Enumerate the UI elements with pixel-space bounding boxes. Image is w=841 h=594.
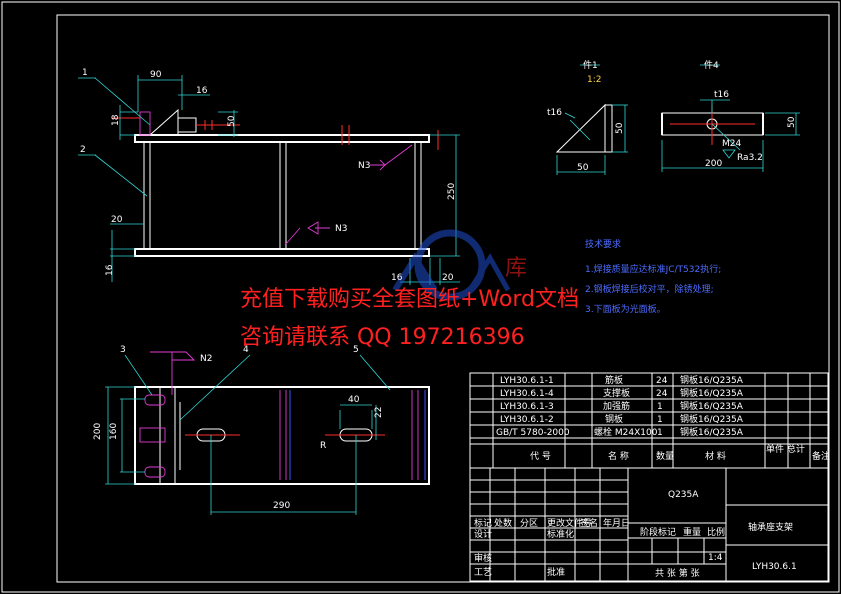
tb-material: Q235A	[668, 490, 699, 500]
bom-code-5: GB/T 5780-2000	[496, 428, 570, 438]
p4-200: 200	[705, 159, 722, 169]
p1-t16: t16	[547, 108, 562, 118]
dim-slot-22: 22	[374, 407, 384, 418]
inner-frame	[56, 14, 830, 583]
bom-mat-3: 钢板16/Q235A	[680, 400, 744, 412]
tb-scale: 1:4	[708, 553, 723, 563]
tb-label-zhongliang: 重量	[683, 526, 701, 538]
balloon-3: 3	[120, 345, 126, 355]
weld-n2: N2	[200, 354, 212, 364]
watermark-line1: 充值下载购买全套图纸+Word文档	[240, 287, 579, 312]
bom-header-qty: 数量	[656, 450, 674, 462]
bom-name-2: 支撑板	[603, 387, 630, 399]
p1-50v: 50	[615, 122, 625, 134]
bom-mat-5: 钢板16/Q235A	[680, 426, 744, 438]
dim-right-16: 16	[391, 273, 403, 283]
part1-scale: 1:2	[587, 75, 601, 85]
tb-label-fenqu: 分区	[520, 518, 538, 529]
plan-view	[105, 351, 430, 515]
part4-view	[661, 64, 800, 172]
tb-label-nianyueri: 年月日	[603, 517, 630, 529]
watermark-logo	[392, 229, 511, 301]
part1-title: 件1	[583, 59, 598, 71]
weld-n3a: N3	[358, 161, 370, 171]
dim-bot-16: 16	[105, 264, 115, 276]
tb-label-chushu: 处数	[494, 517, 512, 529]
dim-plan-160: 160	[109, 423, 119, 440]
dim-slot-40: 40	[348, 395, 360, 405]
bom-mat-4: 钢板16/Q235A	[680, 413, 744, 425]
dim-height-250: 250	[447, 183, 457, 200]
tb-label-bili: 比例	[707, 526, 725, 538]
bom-qty-3: 1	[657, 402, 663, 412]
p4-50: 50	[787, 116, 797, 128]
tb-label-gongyi: 工艺	[474, 567, 492, 578]
balloon-1: 1	[82, 68, 88, 78]
dim-mid-50: 50	[227, 115, 237, 127]
dim-top-16: 16	[196, 86, 208, 96]
tb-label-qianming: 签名	[580, 517, 598, 529]
dim-left-18: 18	[111, 114, 121, 126]
dim-plan-200: 200	[93, 423, 103, 440]
bom-name-5: 螺栓 M24X100	[594, 426, 658, 438]
bom-mat-1: 钢板16/Q235A	[680, 374, 744, 386]
tb-label-biaozhunhua: 标准化	[547, 528, 574, 540]
bom-qty-4: 1	[657, 415, 663, 425]
balloon-4: 4	[243, 345, 249, 355]
tech-req-1: 1.焊接质量应达标准JC/T532执行;	[585, 263, 721, 275]
watermark-line2: 咨询请联系 QQ 197216396	[240, 325, 525, 350]
bom-name-1: 筋板	[605, 374, 623, 386]
bom-header-name: 名 称	[608, 450, 629, 462]
balloon-5: 5	[353, 345, 359, 355]
bom-code-1: LYH30.6.1-1	[500, 376, 554, 386]
tb-label-jieduan: 阶段标记	[640, 526, 676, 538]
p1-50h: 50	[577, 163, 589, 173]
tb-label-genggai: 更改文件号	[547, 517, 592, 529]
bom-name-4: 钢板	[605, 413, 623, 425]
p4-t16: t16	[714, 90, 729, 100]
bom-header-code: 代 号	[530, 451, 551, 462]
part4-title: 件4	[704, 59, 719, 71]
p4-ra: Ra3.2	[737, 153, 763, 163]
tb-label-biaoji: 标记	[474, 517, 492, 529]
bom-qty-2: 24	[656, 389, 668, 399]
bom-qty-5: 1	[657, 428, 663, 438]
tech-req-3: 3.下面板为光面板。	[585, 303, 666, 315]
watermark-logo-char: 库	[505, 256, 527, 281]
bom-qty-1: 24	[656, 376, 668, 386]
tb-drawing-no: LYH30.6.1	[752, 562, 797, 572]
dim-top-90: 90	[150, 70, 162, 80]
dim-slot-r: R	[320, 441, 326, 451]
part1-view	[555, 64, 628, 175]
tb-label-sheji: 设计	[474, 528, 492, 540]
dim-plan-290: 290	[273, 501, 290, 511]
balloon-2: 2	[80, 145, 86, 155]
tb-drawing-name: 轴承座支架	[748, 521, 793, 533]
tech-req-2: 2.钢板焊接后校对平，除锈处理;	[585, 283, 714, 295]
tb-label-shenhe: 审核	[474, 552, 492, 564]
bom-header-note: 备注	[812, 450, 830, 462]
bom-code-3: LYH30.6.1-3	[500, 402, 554, 412]
dim-right-20: 20	[442, 273, 454, 283]
p4-m24: M24	[722, 139, 741, 149]
bom-table	[469, 372, 829, 582]
tb-label-pizhun: 批准	[547, 566, 565, 578]
bom-mat-2: 钢板16/Q235A	[680, 387, 744, 399]
tb-sheet-info: 共 张 第 张	[655, 567, 700, 579]
front-view	[78, 75, 460, 285]
weld-n3b: N3	[335, 224, 347, 234]
tech-req-title: 技术要求	[585, 238, 621, 250]
bom-header-weight: 单件 总计	[766, 443, 805, 455]
bom-code-4: LYH30.6.1-2	[500, 415, 554, 425]
bom-header-material: 材 料	[705, 450, 726, 462]
dim-left-20: 20	[111, 215, 123, 225]
bom-name-3: 加强筋	[603, 400, 630, 412]
bom-code-2: LYH30.6.1-4	[500, 389, 554, 399]
